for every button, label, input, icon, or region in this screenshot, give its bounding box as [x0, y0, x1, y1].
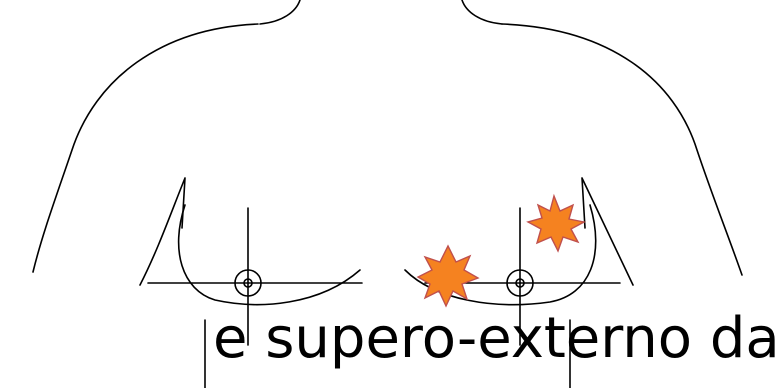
lesion-starburst-icon — [528, 196, 584, 251]
neck-right — [462, 0, 502, 24]
right-breast-fold — [582, 178, 633, 285]
slide-caption: e supero-externo da — [213, 311, 775, 367]
lesion-starburst-icon — [418, 246, 478, 306]
left-breast-outline — [179, 205, 360, 305]
shoulder-left — [33, 24, 258, 272]
neck-left — [260, 0, 300, 24]
